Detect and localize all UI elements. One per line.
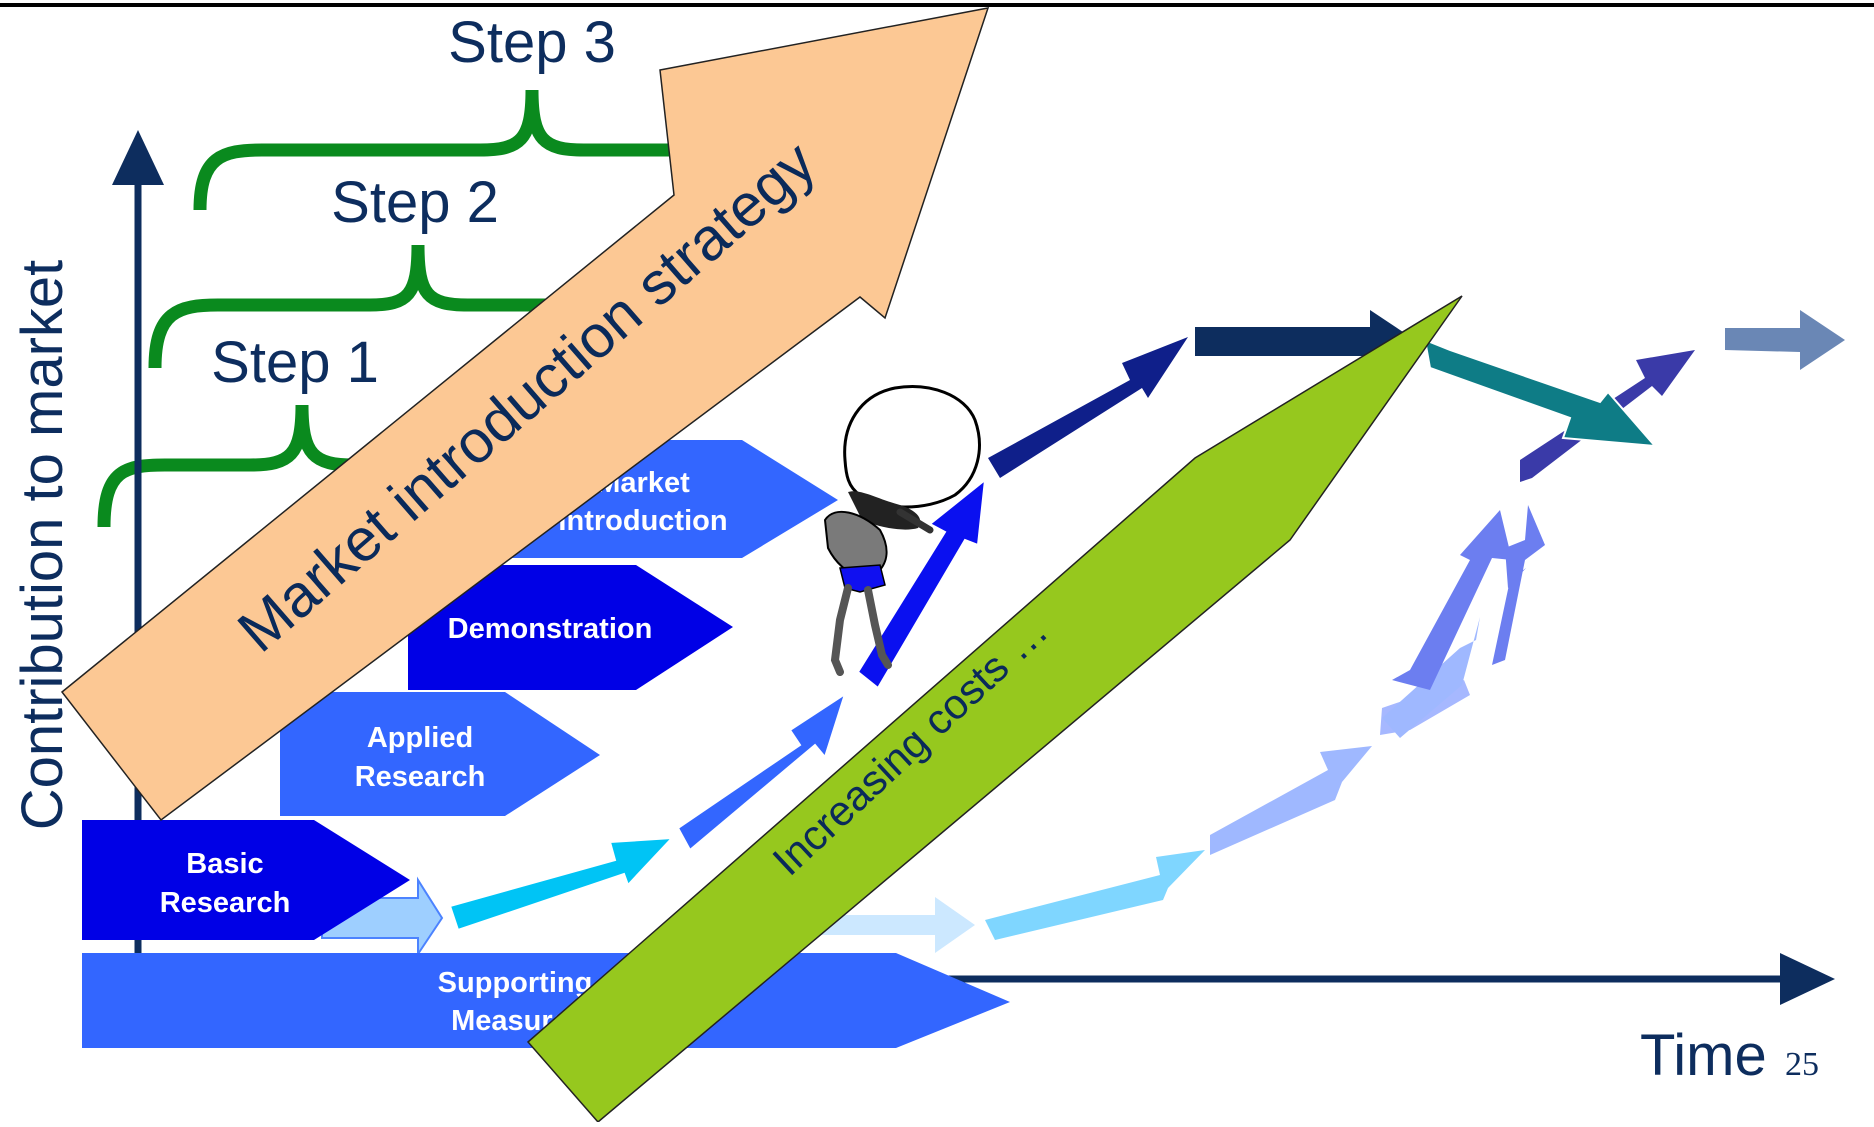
phase-applied-research: Applied Research	[280, 692, 600, 816]
cyan-arrow	[448, 836, 675, 932]
basic-research-line1: Basic	[186, 848, 263, 880]
x-axis-arrowhead	[1780, 953, 1835, 1005]
bracket-step-3	[193, 89, 710, 211]
bracket-step-1	[97, 404, 460, 528]
blue-arrow-1	[676, 691, 847, 852]
boulder-figure-illustration	[823, 385, 981, 676]
page-number: 25	[1785, 1046, 1819, 1083]
y-axis-arrowhead	[112, 130, 164, 185]
faded-arrow-1	[755, 897, 975, 953]
applied-research-line1: Applied	[367, 722, 473, 754]
ascending-arrow-path	[321, 310, 1658, 958]
navy-arrow-2	[1195, 310, 1418, 374]
phase-supporting-measures: Supporting Measures	[82, 953, 1010, 1048]
teal-arrow	[1423, 338, 1658, 448]
blue-arrow-2	[856, 477, 987, 690]
applied-research-line2: Research	[355, 761, 486, 793]
market-introduction-line2: Introduction	[558, 505, 727, 537]
faded-arrow-9	[1725, 310, 1845, 370]
faded-arrow-3	[1210, 746, 1372, 855]
bracket-step-2	[148, 244, 560, 369]
phase-basic-research: Basic Research	[82, 820, 410, 940]
basic-research-line2: Research	[160, 887, 291, 919]
faded-arrow-7	[1392, 510, 1512, 690]
supporting-measures-line1: Supporting	[438, 967, 593, 999]
demonstration-label: Demonstration	[448, 613, 653, 645]
navy-arrow-1	[988, 337, 1188, 478]
step-2-label: Step 2	[331, 170, 499, 235]
figure-shorts	[839, 564, 886, 593]
step-3-label: Step 3	[448, 10, 616, 75]
boulder	[843, 385, 981, 509]
step-brackets	[97, 89, 710, 528]
phase-demonstration: Demonstration	[408, 565, 733, 690]
x-axis-label: Time	[1640, 1023, 1767, 1088]
figure-legs	[830, 584, 892, 676]
step-1-label: Step 1	[211, 330, 379, 395]
figure-body	[823, 510, 888, 577]
faded-arrow-6	[1492, 505, 1545, 665]
y-axis-label: Contribution to market	[10, 260, 75, 831]
faded-arrow-2	[985, 850, 1205, 940]
